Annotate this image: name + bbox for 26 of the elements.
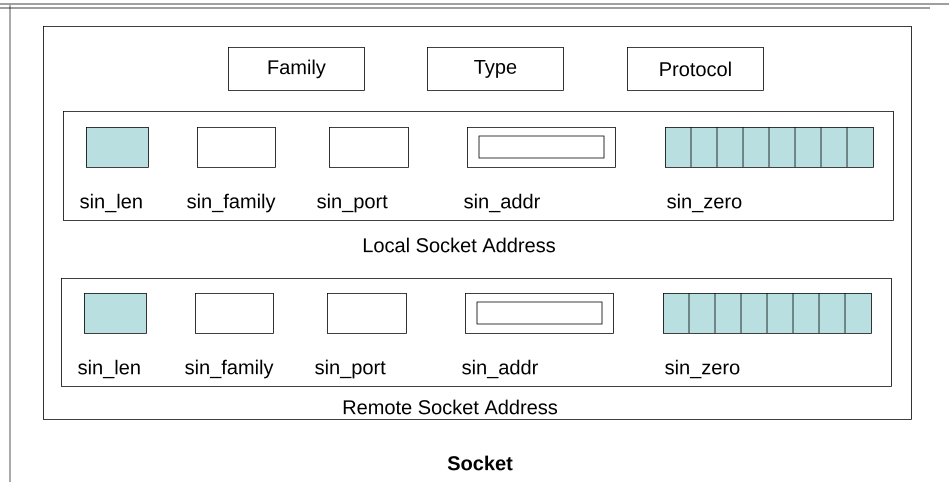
field-box: sin_len <box>78 293 147 378</box>
address-field-box: sin_addr <box>464 127 616 212</box>
field-box: sin_len <box>80 127 149 212</box>
field-box: sin_port <box>315 293 407 378</box>
node-label: sin_family <box>187 194 276 212</box>
field-box: Protocol <box>627 47 764 91</box>
node-label: sin_addr <box>462 360 538 378</box>
field-box: sin_family <box>187 127 276 212</box>
padding-bytes-box: sin_zero <box>665 126 874 212</box>
node-label: sin_len <box>80 194 142 212</box>
node-label: sin_zero <box>665 360 740 378</box>
node-label: Socket <box>448 456 513 470</box>
node-label: sin_port <box>317 194 388 212</box>
node-label: sin_family <box>185 360 274 378</box>
node-label: Local Socket Address <box>364 238 555 252</box>
field-box: Type <box>427 47 564 91</box>
node-label: sin_addr <box>464 194 540 212</box>
node-label: sin_port <box>315 360 386 378</box>
padding-bytes-box: sin_zero <box>663 292 872 378</box>
node-label: Remote Socket Address <box>344 400 558 414</box>
node-label: sin_len <box>78 360 140 378</box>
field-box: sin_family <box>185 293 274 378</box>
node-label: sin_zero <box>667 194 742 212</box>
field-box: sin_port <box>317 127 409 212</box>
field-box: Family <box>228 47 365 91</box>
address-field-box: sin_addr <box>462 293 614 378</box>
